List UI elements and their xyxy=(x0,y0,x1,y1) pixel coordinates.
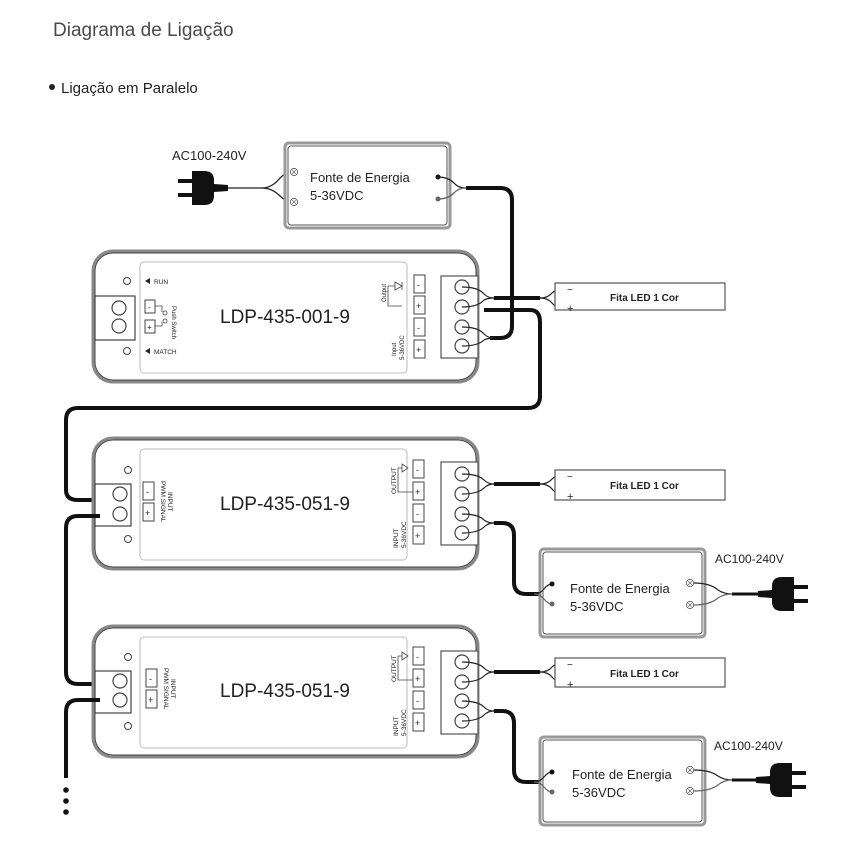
power-supply-1: AC100-240V Fonte de Energia 5-36VDC xyxy=(172,141,467,230)
ac-voltage-label: AC100-240V xyxy=(172,148,247,163)
pin-out-plus: + xyxy=(415,674,420,684)
diagram-title: Diagrama de Ligação xyxy=(53,20,234,41)
continuation-dot xyxy=(63,809,69,815)
pin-out-minus: - xyxy=(416,652,419,662)
led-symbol-icon xyxy=(401,651,409,661)
strip-plus: + xyxy=(567,679,573,691)
strip-minus: − xyxy=(567,472,573,483)
power-supply-2: Fonte de Energia 5-36VDC AC100-240V xyxy=(533,547,808,639)
continuation-dot xyxy=(63,787,69,793)
match-label: MATCH xyxy=(154,349,177,356)
pin-out-minus: - xyxy=(416,465,419,475)
controller-ldp-435-051-9-b: - + INPUT PWM SIGNAL LDP-435-051-9 OUTPU… xyxy=(91,624,495,759)
led-strip-label: Fita LED 1 Cor xyxy=(610,481,679,492)
ac-plug-icon xyxy=(756,763,806,797)
strip-minus: − xyxy=(567,660,573,671)
input-voltage-label: 5-36VDC xyxy=(401,709,408,736)
pin-out-plus: + xyxy=(416,301,421,311)
led-strip-3: − + Fita LED 1 Cor xyxy=(539,657,726,691)
controller-ldp-435-001-9: RUN MATCH - + Push Switch LDP-435-001-9 … xyxy=(91,249,495,384)
ac-plug-icon xyxy=(758,577,808,611)
pwm-minus: - xyxy=(146,487,149,497)
controller-ldp-435-051-9-a: - + INPUT PWM SIGNAL LDP-435-051-9 OUTPU… xyxy=(91,436,495,571)
continuation-dot xyxy=(63,798,69,804)
pwm-minus: - xyxy=(149,674,152,684)
section-subtitle: Ligação em Paralelo xyxy=(49,80,198,97)
output-input-pins: - + - + xyxy=(413,274,426,359)
pin-in-plus: + xyxy=(415,531,420,541)
power-supply-3: Fonte de Energia 5-36VDC AC100-240V xyxy=(533,735,806,827)
strip-minus: − xyxy=(567,285,573,296)
psu-label-line1: Fonte de Energia xyxy=(310,170,411,185)
pin-in-plus: + xyxy=(415,718,420,728)
push-switch-label: Push Switch xyxy=(170,306,176,339)
pwm-input-label: INPUT xyxy=(166,492,173,512)
model-label: LDP-435-051-9 xyxy=(220,494,350,515)
subtitle-text: Ligação em Paralelo xyxy=(61,80,198,97)
led-strip-1: − + Fita LED 1 Cor xyxy=(539,282,726,315)
psu-label-line2: 5-36VDC xyxy=(570,599,623,614)
switch-minus: - xyxy=(148,303,151,312)
model-label: LDP-435-001-9 xyxy=(220,307,350,328)
run-arrow-icon xyxy=(145,278,150,284)
ac-plug-icon xyxy=(178,171,228,205)
pin-in-minus: - xyxy=(417,323,420,333)
match-arrow-icon xyxy=(145,348,150,354)
ac-voltage-label: AC100-240V xyxy=(715,552,784,566)
led-strip-label: Fita LED 1 Cor xyxy=(610,669,679,680)
led-symbol-icon xyxy=(401,463,409,473)
pwm-plus: + xyxy=(145,508,150,518)
led-strip-label: Fita LED 1 Cor xyxy=(610,293,679,304)
output-label: OUTPUT xyxy=(391,655,398,682)
input-label: Input xyxy=(392,342,398,356)
input-label: INPUT xyxy=(393,528,400,548)
input-voltage-label: 5-36VDC xyxy=(401,521,408,548)
strip-plus: + xyxy=(567,303,573,315)
input-voltage-label: 5-36VDC xyxy=(400,335,406,360)
psu-label-line1: Fonte de Energia xyxy=(570,581,671,596)
pwm-signal-label: PWM SIGNAL xyxy=(162,668,169,710)
pwm-signal-label: PWM SIGNAL xyxy=(159,481,166,523)
strip-plus: + xyxy=(567,491,573,503)
output-label: OUTPUT xyxy=(391,467,398,494)
pwm-plus: + xyxy=(148,695,153,705)
input-label: INPUT xyxy=(393,716,400,736)
psu-label-line2: 5-36VDC xyxy=(572,785,625,800)
led-strip-2: − + Fita LED 1 Cor xyxy=(539,469,726,503)
pwm-input-label: INPUT xyxy=(169,679,176,699)
pin-in-minus: - xyxy=(416,509,419,519)
pin-in-plus: + xyxy=(416,345,421,355)
pin-out-plus: + xyxy=(415,487,420,497)
led-symbol-icon xyxy=(394,281,403,291)
bullet-icon xyxy=(49,84,55,91)
run-label: RUN xyxy=(154,279,168,286)
psu-label-line2: 5-36VDC xyxy=(310,188,363,203)
psu-label-line1: Fonte de Energia xyxy=(572,767,673,782)
model-label: LDP-435-051-9 xyxy=(220,681,350,702)
ac-voltage-label: AC100-240V xyxy=(714,739,783,753)
pin-in-minus: - xyxy=(416,696,419,706)
output-label: Output xyxy=(382,284,388,302)
switch-plus: + xyxy=(147,323,152,332)
pin-out-minus: - xyxy=(417,280,420,290)
